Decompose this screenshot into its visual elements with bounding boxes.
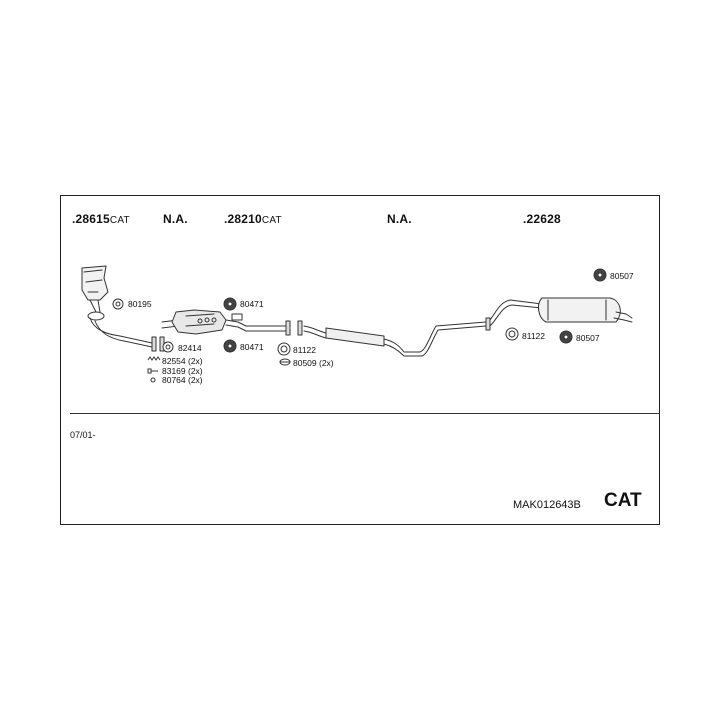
gasket-icon: [505, 327, 519, 341]
middle-catalytic-converter: [161, 309, 287, 335]
header-part-22628: .22628: [523, 212, 561, 226]
spring-icon: [147, 356, 161, 361]
header-na-1: N.A.: [163, 212, 188, 226]
header-na-2: N.A.: [387, 212, 412, 226]
rear-silencer: [489, 297, 633, 327]
diagram-frame: [60, 195, 660, 525]
part-label-80507-top: 80507: [610, 271, 634, 281]
part-label-81122-rear: 81122: [522, 331, 546, 341]
front-catalytic-converter: [81, 265, 153, 348]
rubber-mount-icon: [223, 339, 237, 353]
part-label-80764: 80764 (2x): [162, 375, 203, 385]
part-label-80509: 80509 (2x): [293, 358, 334, 368]
rubber-mount-icon: [559, 330, 573, 344]
header-part-28615: .28615CAT: [72, 212, 130, 226]
flange-middle: [285, 320, 303, 336]
cat-badge: CAT: [604, 490, 642, 511]
article-code: MAK012643B: [513, 499, 581, 511]
part-label-82414: 82414: [178, 343, 202, 353]
part-label-80195: 80195: [128, 299, 152, 309]
header-part-28210: .28210CAT: [224, 212, 282, 226]
rubber-mount-icon: [593, 268, 607, 282]
part-label-82554: 82554 (2x): [162, 356, 203, 366]
nut-icon: [150, 377, 156, 383]
clamp-icon: [279, 358, 291, 366]
gasket-icon: [277, 342, 291, 356]
rubber-mount-icon: [223, 297, 237, 311]
part-label-80471-top: 80471: [240, 299, 264, 309]
part-label-81122: 81122: [293, 345, 317, 355]
part-label-80471-bottom: 80471: [240, 342, 264, 352]
flange-front: [151, 336, 165, 352]
bolt-icon: [147, 368, 158, 374]
part-label-80507-bottom: 80507: [576, 333, 600, 343]
centre-silencer: [303, 317, 491, 357]
date-range: 07/01-: [70, 430, 96, 440]
gasket-icon: [162, 341, 174, 353]
gasket-icon: [112, 298, 124, 310]
part-label-83169: 83169 (2x): [162, 366, 203, 376]
section-divider: [70, 413, 660, 414]
